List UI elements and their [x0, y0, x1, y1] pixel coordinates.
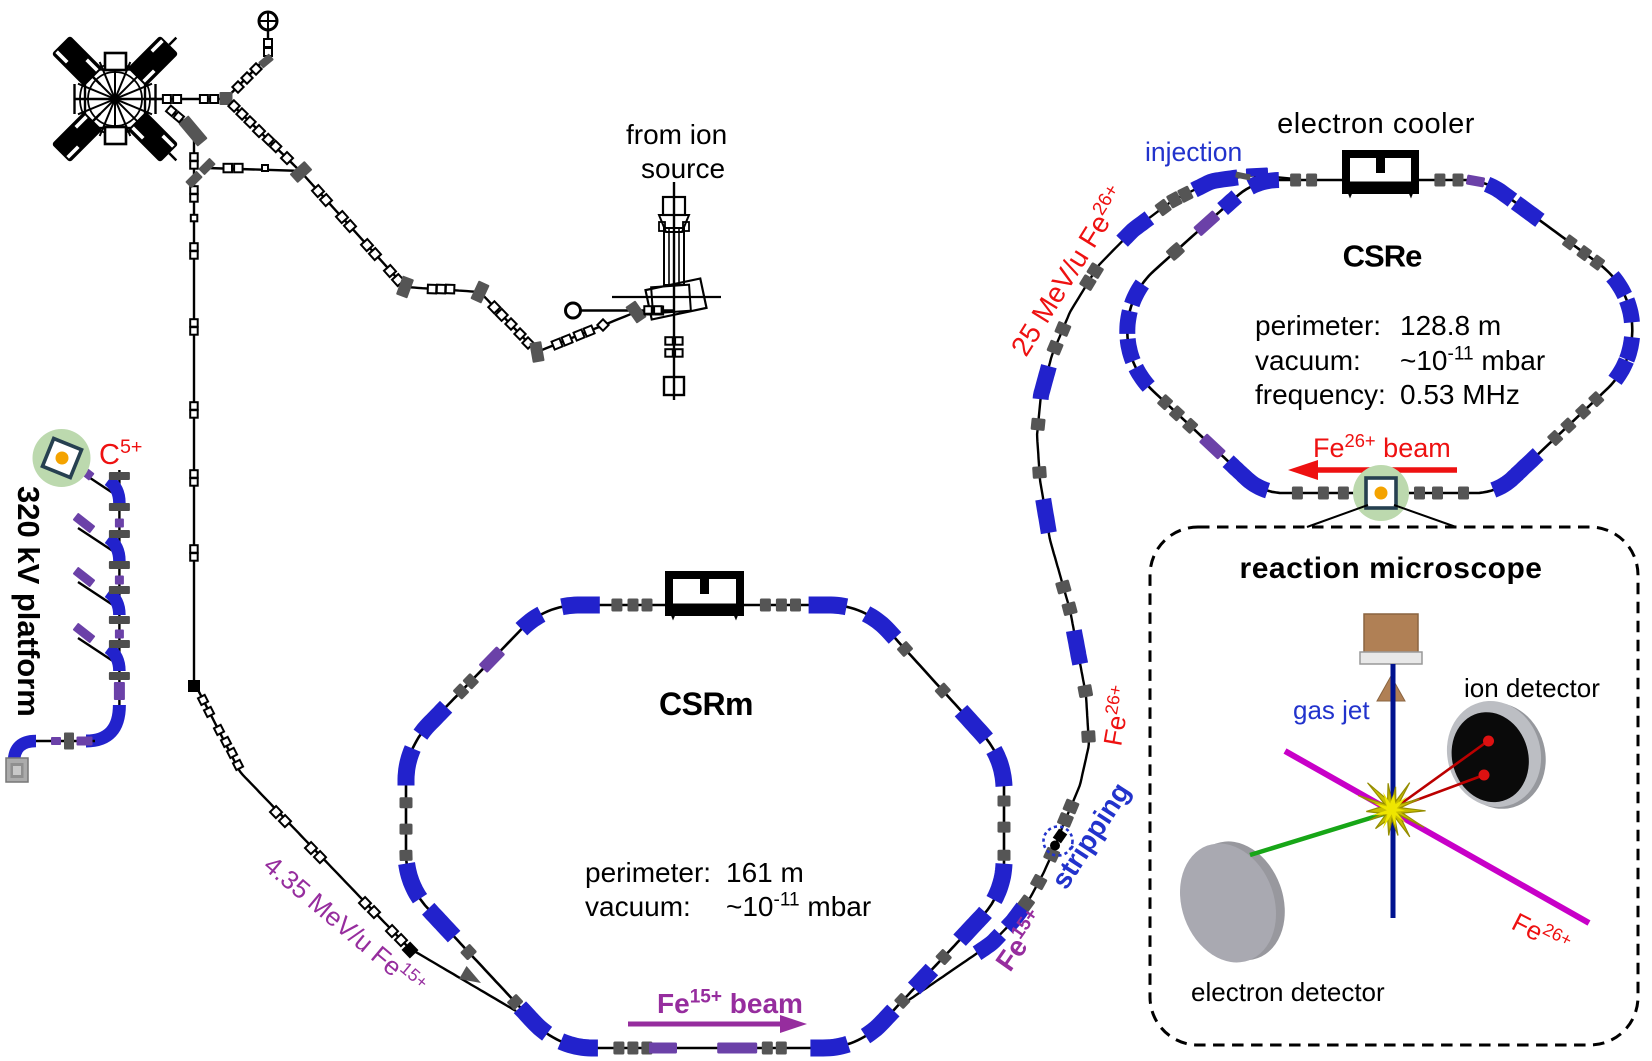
svg-text:vacuum:: vacuum:: [1255, 345, 1361, 376]
svg-text:ion detector: ion detector: [1464, 673, 1600, 703]
svg-text:reaction microscope: reaction microscope: [1240, 552, 1543, 585]
svg-text:128.8 m: 128.8 m: [1400, 310, 1501, 341]
svg-text:perimeter:: perimeter:: [1255, 310, 1381, 341]
svg-text:CSRm: CSRm: [659, 686, 753, 722]
svg-text:injection: injection: [1145, 137, 1242, 167]
svg-text:electron detector: electron detector: [1191, 977, 1385, 1007]
svg-text:0.53 MHz: 0.53 MHz: [1400, 379, 1520, 410]
svg-text:electron cooler: electron cooler: [1277, 108, 1475, 140]
svg-text:320 kV platform: 320 kV platform: [11, 486, 46, 717]
svg-text:from ion: from ion: [626, 119, 727, 150]
svg-text:frequency:: frequency:: [1255, 379, 1386, 410]
svg-text:gas jet: gas jet: [1293, 695, 1370, 725]
svg-text:vacuum:: vacuum:: [585, 891, 691, 922]
svg-text:Fe15+ beam: Fe15+ beam: [657, 987, 803, 1019]
svg-text:CSRe: CSRe: [1343, 239, 1422, 274]
svg-text:perimeter:: perimeter:: [585, 857, 711, 888]
svg-text:Fe26+ beam: Fe26+ beam: [1313, 430, 1451, 463]
svg-text:161 m: 161 m: [726, 857, 804, 888]
svg-text:source: source: [641, 153, 725, 184]
